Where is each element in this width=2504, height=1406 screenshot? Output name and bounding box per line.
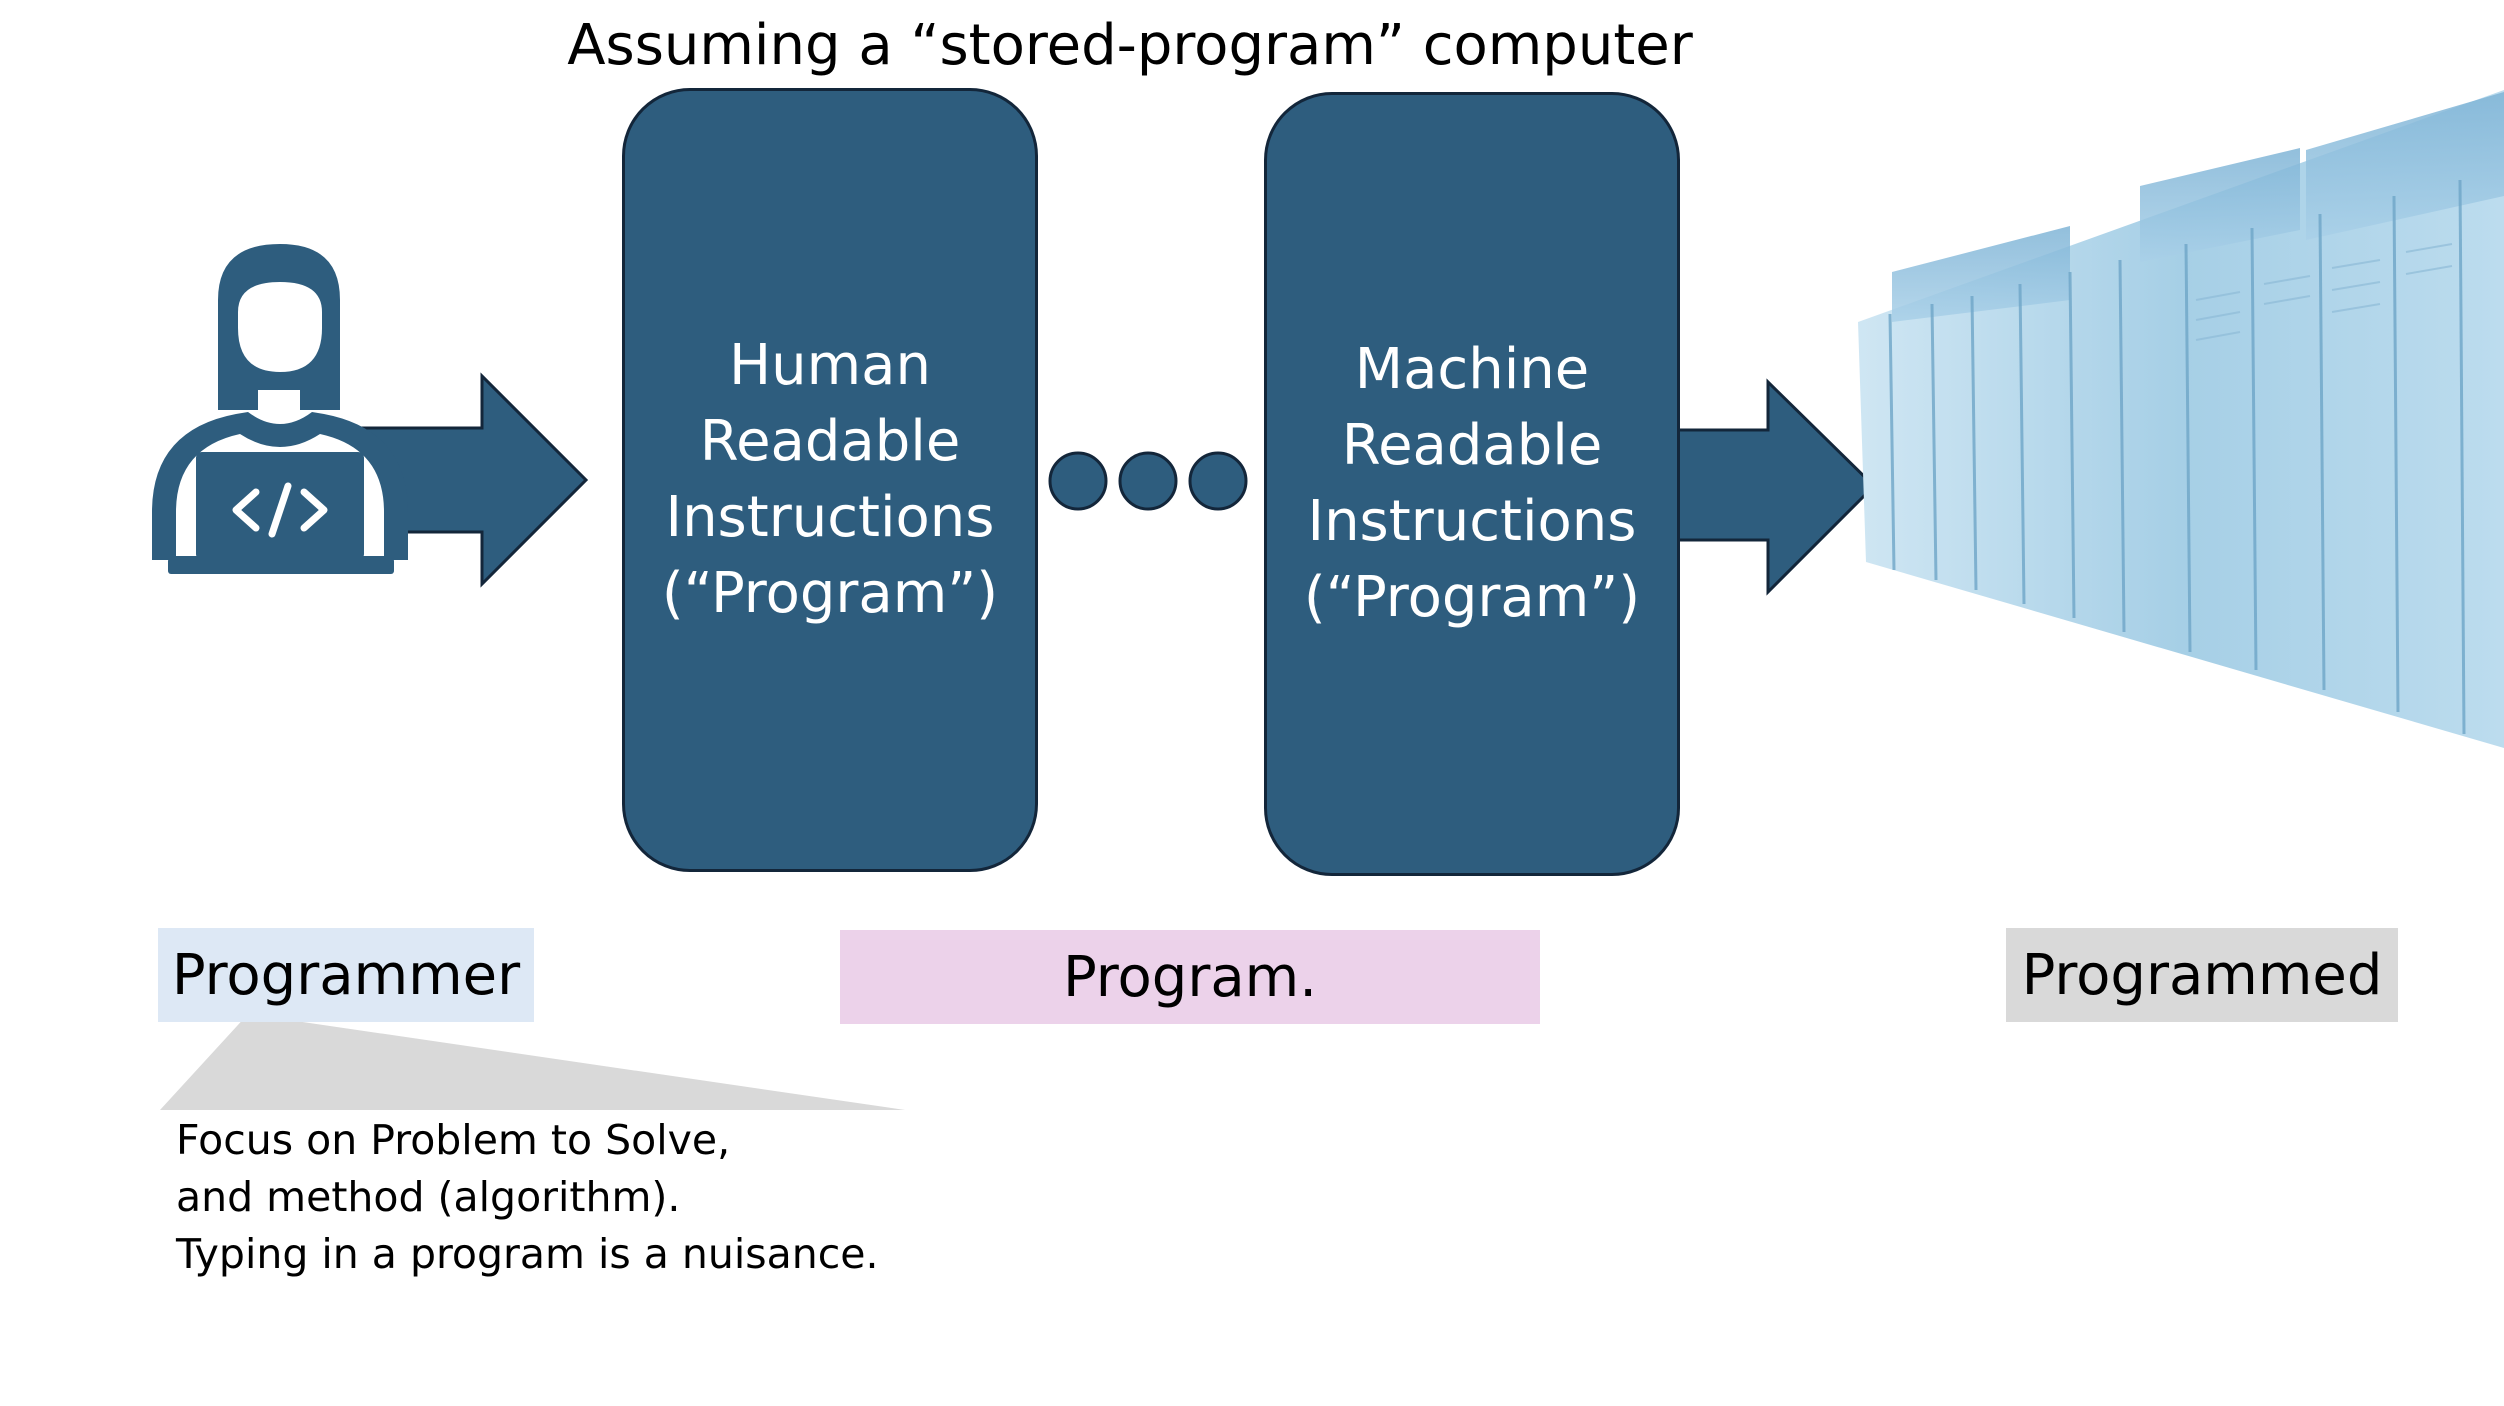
- ellipsis-dot-2: [1118, 451, 1178, 511]
- code-brackets-icon: [232, 482, 328, 538]
- ellipsis-dot-3: [1188, 451, 1248, 511]
- human-box-label: Human Readable Instructions (“Program”): [661, 333, 999, 626]
- note-line: and method (algorithm).: [176, 1173, 681, 1221]
- note-line: Typing in a program is a nuisance.: [176, 1230, 879, 1278]
- callout-wedge: [160, 1014, 905, 1110]
- server-racks-illustration: [1858, 90, 2504, 748]
- programmer-with-laptop-icon: [152, 244, 408, 574]
- human-readable-instructions-box: Human Readable Instructions (“Program”): [622, 88, 1038, 872]
- arrow-to-computer: [1674, 378, 1877, 596]
- machine-readable-instructions-box: Machine Readable Instructions (“Program”…: [1264, 92, 1680, 876]
- ellipsis-dot-1: [1048, 451, 1108, 511]
- programmed-label: Programmed: [2006, 928, 2398, 1022]
- machine-box-label: Machine Readable Instructions (“Program”…: [1303, 337, 1641, 630]
- programmer-label: Programmer: [158, 928, 534, 1022]
- note-line: Focus on Problem to Solve,: [176, 1116, 731, 1164]
- diagram-title: Assuming a “stored-program” computer: [567, 13, 1693, 78]
- programmer-note: Focus on Problem to Solve, and method (a…: [176, 1112, 1076, 1283]
- program-label: Program.: [840, 930, 1540, 1024]
